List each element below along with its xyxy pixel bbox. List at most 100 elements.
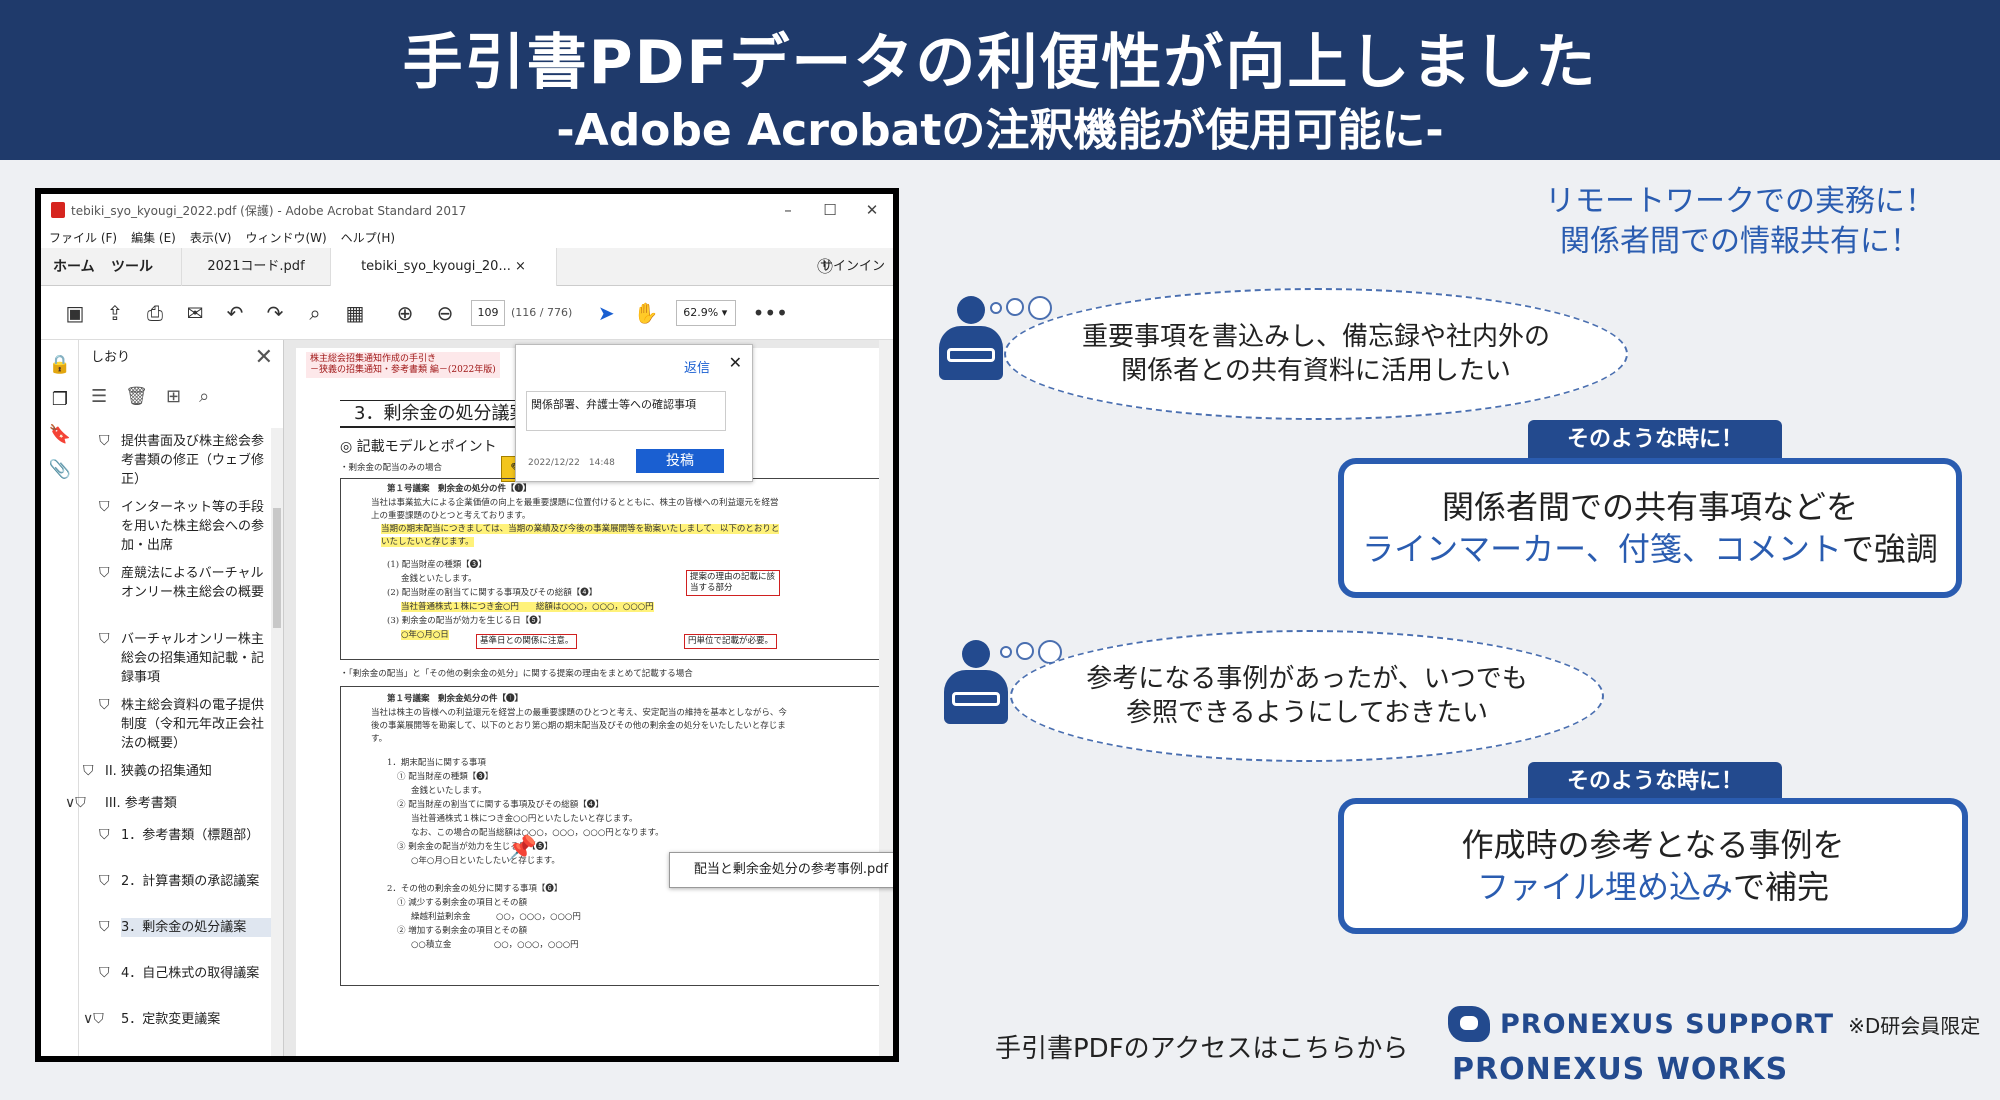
tab-file-2021[interactable]: 2021コード.pdf — [181, 248, 331, 286]
pages-icon[interactable]: ❐ — [51, 389, 69, 410]
search-icon[interactable]: ⌕ — [309, 300, 321, 325]
bookmark-item[interactable]: ⛉II. 狭義の招集通知 — [83, 763, 212, 779]
bookmark-item[interactable]: ⛉2．計算書類の承認議案 — [99, 873, 260, 889]
model-box-1: 第１号議案 剰余金の処分の件【❶】 当社は事業拡大による企業価値の向上を最重要課… — [340, 478, 880, 660]
bookmark-list: ⛉提供書面及び株主総会参考書類の修正（ウェブ修正） ⛉インターネット等の手段を用… — [65, 428, 271, 1056]
bookmarks-scrollbar[interactable] — [271, 428, 283, 1056]
email-icon[interactable]: ✉ — [186, 300, 204, 325]
options-icon[interactable]: ☰ — [91, 385, 108, 407]
bookmark-item[interactable]: ⛉インターネット等の手段を用いた株主総会への参加・出席 — [99, 499, 265, 553]
bookmark-icon[interactable]: 🔖 — [48, 424, 72, 445]
lock-icon[interactable]: 🔒 — [48, 354, 72, 375]
chevron-down-icon[interactable]: ∨⛉ — [83, 1011, 104, 1027]
document-scrollbar[interactable] — [879, 340, 893, 1056]
access-text: 手引書PDFのアクセスはこちらから — [995, 1034, 1409, 1064]
thought-bubble-1: 重要事項を書込みし、備忘録や社内外の関係者との共有資料に活用したい — [1004, 288, 1628, 420]
tab-tools[interactable]: ツール — [111, 259, 153, 275]
attachment-tooltip: 配当と剰余金処分の参考事例.pdf — [669, 852, 893, 888]
bookmarks-title: しおり — [91, 350, 131, 365]
more-icon[interactable]: ••• — [752, 300, 788, 325]
menu-help[interactable]: ヘルプ(H) — [340, 230, 396, 245]
section-title: 3．剰余金の処分議案 — [340, 400, 590, 428]
zoom-value: 62.9% — [683, 305, 719, 319]
bookmarks-header: しおり ✕ — [79, 340, 283, 376]
reply-link[interactable]: 返信 — [683, 361, 710, 376]
hand-tool-icon[interactable]: ✋ — [633, 300, 659, 325]
bookmark-item[interactable]: ∨⛉5．定款変更議案 — [83, 1011, 221, 1027]
highlighted-text: 当期の期末配当につきましては、当期の業績及び今後の事業展開等を勘案いたしまして、… — [381, 524, 780, 547]
upload-icon[interactable]: ⇪ — [106, 300, 124, 325]
bookmark-item[interactable]: ⛉4．自己株式の取得議案 — [99, 965, 260, 981]
menu-bar: ファイル (F) 編集 (E) 表示(V) ウィンドウ(W) ヘルプ(H) — [41, 226, 893, 248]
thought-bubble-2: 参考になる事例があったが、いつでも参照できるようにしておきたい — [1010, 630, 1604, 762]
window-controls: – ☐ ✕ — [767, 194, 893, 226]
chevron-down-icon[interactable]: ∨⛉ — [65, 795, 86, 811]
close-icon[interactable]: ✕ — [865, 201, 879, 219]
bookmark-flag-icon: ⛉ — [99, 919, 110, 935]
next-page-icon[interactable]: ⊖ — [436, 300, 454, 325]
bookmarks-tools: ☰ 🗑 ⊞ ⌕ — [79, 376, 283, 416]
prev-page-icon[interactable]: ⊕ — [396, 300, 414, 325]
bookmark-flag-icon: ⛉ — [99, 433, 110, 449]
panel-close-icon[interactable]: ✕ — [254, 345, 273, 370]
comment-close-icon[interactable]: ✕ — [728, 353, 742, 372]
subsection-title: ◎ 記載モデルとポイント — [340, 439, 497, 455]
document-area: 株主総会招集通知作成の手引き －狭義の招集通知・参考書類 編－(2022年版) … — [284, 340, 893, 1056]
acrobat-window: tebiki_syo_kyougi_2022.pdf (保護) - Adobe … — [35, 188, 899, 1062]
maximize-icon[interactable]: ☐ — [823, 201, 837, 219]
post-button[interactable]: 投稿 — [636, 449, 724, 473]
bookmark-item[interactable]: ⛉株主総会資料の電子提供制度（令和元年改正会社法の概要） — [99, 697, 265, 751]
scroll-thumb[interactable] — [273, 508, 281, 628]
red-callout[interactable]: 基準日との関係に注意。 — [476, 634, 578, 649]
pronexus-works-link[interactable]: PRONEXUS WORKS — [1452, 1052, 1789, 1087]
select-cursor-icon[interactable]: ➤ — [597, 300, 615, 325]
case2-label: ・「剰余金の配当」と「その他の剰余金の処分」に関する提案の理由をまとめて記載する… — [340, 669, 693, 679]
brand-support-name: PRONEXUS SUPPORT — [1500, 1008, 1835, 1040]
signin-link[interactable]: サインイン — [819, 259, 885, 274]
menu-window[interactable]: ウィンドウ(W) — [245, 230, 327, 245]
zoom-select[interactable]: 62.9% ▾ — [676, 299, 737, 326]
bookmark-item-selected[interactable]: ⛉3．剰余金の処分議案 — [99, 918, 271, 937]
tab-close-icon[interactable]: × — [515, 259, 526, 274]
tab-bar: ホーム ツール 2021コード.pdf tebiki_syo_kyougi_20… — [41, 248, 893, 286]
delete-icon[interactable]: 🗑 — [125, 385, 148, 407]
red-callout[interactable]: 円単位で記載が必要。 — [684, 634, 778, 649]
comment-text[interactable]: 関係部署、弁護士等への確認事項 — [526, 391, 726, 431]
pronexus-support-link[interactable]: PRONEXUS SUPPORT ※D研会員限定 — [1448, 1002, 1980, 1046]
minimize-icon[interactable]: – — [784, 201, 792, 219]
save-icon[interactable]: ▣ — [65, 300, 85, 325]
bookmark-item[interactable]: ⛉1．参考書類（標題部） — [99, 827, 260, 843]
undo-icon[interactable]: ↶ — [226, 300, 244, 325]
tab-home[interactable]: ホーム — [53, 259, 95, 275]
tools-icon[interactable]: ▦ — [345, 300, 365, 325]
bookmark-flag-icon: ⛉ — [83, 763, 94, 779]
tab-file-tebiki[interactable]: tebiki_syo_kyougi_20... × — [331, 248, 557, 286]
main-toolbar: ▣ ⇪ ⎙ ✉ ↶ ↷ ⌕ ▦ ⊕ ⊖ 109 (116 / 776) ➤ ✋ … — [41, 286, 893, 340]
new-bookmark-icon[interactable]: ⊞ — [166, 385, 182, 407]
bookmark-flag-icon: ⛉ — [99, 827, 110, 843]
banner: 手引書PDFデータの利便性が向上しました -Adobe Acrobatの注釈機能… — [0, 0, 2000, 160]
find-bookmark-icon[interactable]: ⌕ — [199, 385, 210, 407]
highlighted-text: ○年○月○日 — [401, 630, 449, 640]
solution-box-1: 関係者間での共有事項などを ラインマーカー、付箋、コメントで強調 — [1338, 458, 1962, 598]
help-icon[interactable]: ⓘ — [816, 257, 833, 276]
menu-edit[interactable]: 編集 (E) — [131, 230, 176, 245]
bookmark-item[interactable]: ⛉バーチャルオンリー株主総会の招集通知記載・記録事項 — [99, 631, 265, 685]
menu-view[interactable]: 表示(V) — [189, 230, 232, 245]
case1-label: ・剰余金の配当のみの場合 — [340, 463, 443, 473]
redo-icon[interactable]: ↷ — [266, 300, 284, 325]
member-only-note: ※D研会員限定 — [1848, 1013, 1981, 1038]
pushpin-attachment-icon[interactable]: 📌 — [507, 834, 537, 862]
tag-label-2: そのような時に！ — [1528, 762, 1782, 802]
print-icon[interactable]: ⎙ — [147, 300, 163, 325]
tab-file-tebiki-label: tebiki_syo_kyougi_20... — [361, 259, 511, 274]
page-number-input[interactable]: 109 — [471, 299, 505, 326]
bookmark-item[interactable]: ⛉提供書面及び株主総会参考書類の修正（ウェブ修正） — [99, 433, 265, 487]
attachment-icon[interactable]: 📎 — [48, 459, 72, 480]
bookmark-item[interactable]: ∨⛉III. 参考書類 — [65, 795, 177, 811]
red-callout[interactable]: 提案の理由の記載に該当する部分 — [686, 570, 780, 596]
bookmark-flag-icon: ⛉ — [99, 499, 110, 515]
menu-file[interactable]: ファイル (F) — [49, 230, 118, 245]
bookmark-item[interactable]: ⛉産競法によるバーチャルオンリー株主総会の概要 — [99, 565, 265, 600]
pdf-file-icon — [51, 202, 65, 218]
